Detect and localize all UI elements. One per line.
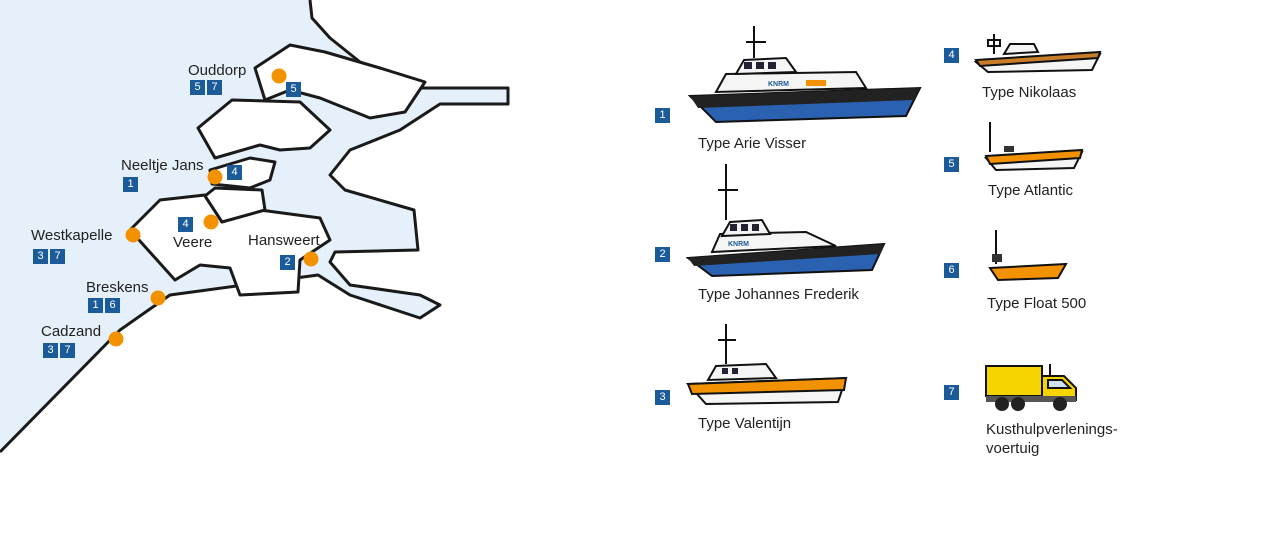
station-label-veere: Veere	[173, 234, 213, 251]
svg-text:KNRM: KNRM	[768, 81, 789, 88]
badge: 7	[60, 343, 75, 358]
station-dot-cadzand[interactable]	[108, 331, 124, 347]
badge: 4	[227, 165, 242, 180]
legend-num-6: 6	[944, 263, 959, 278]
island-goeree	[253, 43, 427, 120]
station-label-hansweert: Hansweert	[248, 232, 320, 249]
legend-num-5: 5	[944, 157, 959, 172]
station-badges-cadzand: 3 7	[43, 343, 75, 358]
station-dot-veere[interactable]	[203, 214, 219, 230]
badge: 4	[178, 217, 193, 232]
station-badges-ouddorp: 5 7	[190, 80, 222, 95]
badge: 5	[190, 80, 205, 95]
badge: 5	[286, 82, 301, 97]
station-label-neeltje-jans: Neeltje Jans	[121, 157, 204, 174]
station-badges-hansweert: 2	[280, 255, 295, 270]
station-extra-badge-neeltje-jans: 4	[227, 165, 242, 180]
badge: 7	[50, 249, 65, 264]
station-badges-breskens: 1 6	[88, 298, 120, 313]
legend-label-2: Type Johannes Frederik	[698, 286, 859, 303]
badge: 1	[88, 298, 103, 313]
lifeboat-arie-visser-icon: KNRM	[687, 26, 922, 124]
station-badges-neeltje-jans: 1	[123, 177, 138, 192]
legend-num-7: 7	[944, 385, 959, 400]
rib-atlantic-icon	[983, 122, 1084, 172]
float-500-icon	[988, 230, 1068, 282]
legend-label-5: Type Atlantic	[988, 182, 1074, 199]
station-dot-ouddorp[interactable]	[271, 68, 287, 84]
lifeboat-johannes-frederik-icon: KNRM	[686, 164, 886, 278]
lifeboat-valentijn-icon	[686, 324, 848, 406]
badge: 6	[105, 298, 120, 313]
legend-label-4: Type Nikolaas	[982, 84, 1077, 101]
station-dot-breskens[interactable]	[150, 290, 166, 306]
station-dot-westkapelle[interactable]	[125, 227, 141, 243]
island-schouwen	[196, 98, 332, 160]
legend-label-7: Kusthulpverlenings- voertuig	[986, 421, 1118, 457]
station-label-westkapelle: Westkapelle	[31, 227, 113, 244]
legend-num-3: 3	[655, 390, 670, 405]
badge: 1	[123, 177, 138, 192]
badge: 3	[43, 343, 58, 358]
station-dot-neeltje-jans[interactable]	[207, 169, 223, 185]
station-dot-hansweert[interactable]	[303, 251, 319, 267]
station-label-ouddorp: Ouddorp	[188, 62, 247, 79]
island-middle	[203, 186, 267, 224]
legend-num-1: 1	[655, 108, 670, 123]
station-label-cadzand: Cadzand	[41, 323, 102, 340]
coastal-rescue-truck-icon	[985, 364, 1077, 411]
legend-label-6: Type Float 500	[987, 295, 1087, 312]
svg-text:KNRM: KNRM	[728, 241, 749, 248]
badge: 7	[207, 80, 222, 95]
station-badges-veere: 4	[178, 217, 193, 232]
legend-num-2: 2	[655, 247, 670, 262]
station-badges-westkapelle: 3 7	[33, 249, 65, 264]
station-label-breskens: Breskens	[86, 279, 149, 296]
legend-label-3: Type Valentijn	[698, 415, 792, 432]
badge: 3	[33, 249, 48, 264]
rib-nikolaas-icon	[974, 34, 1102, 74]
station-extra-badge-ouddorp: 5	[286, 82, 301, 97]
legend-label-1: Type Arie Visser	[698, 135, 807, 152]
badge: 2	[280, 255, 295, 270]
legend-num-4: 4	[944, 48, 959, 63]
